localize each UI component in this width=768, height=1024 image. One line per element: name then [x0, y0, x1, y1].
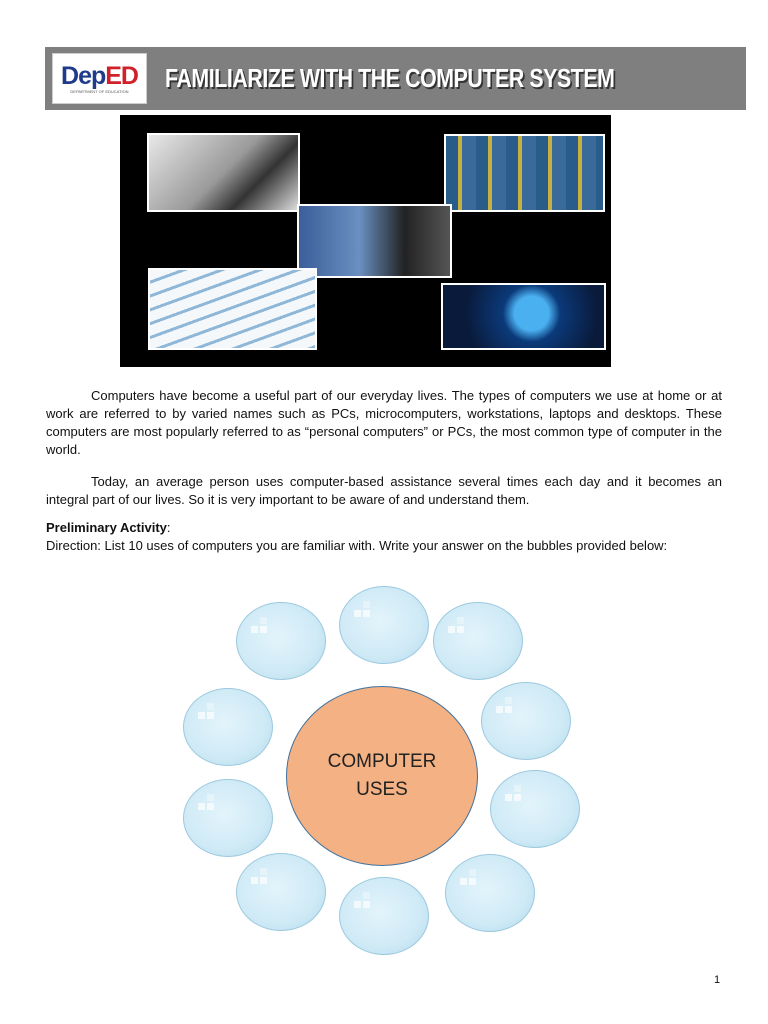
activity-section: Preliminary Activity: Direction: List 10…: [46, 520, 668, 553]
answer-bubble-5: [481, 682, 571, 760]
answer-bubble-6: [183, 779, 273, 857]
page-number: 1: [714, 974, 721, 986]
motherboard-photo: [444, 134, 605, 212]
deped-logo: DepED DEPARTMENT OF EDUCATION: [52, 53, 147, 104]
bubble-highlight-icon: [354, 892, 372, 910]
page-title: FAMILIARIZE WITH THE COMPUTER SYSTEM: [165, 63, 615, 93]
answer-bubble-1: [236, 602, 326, 680]
bubble-highlight-icon: [448, 617, 466, 635]
network-photo: [148, 268, 317, 350]
desktop-laptop-photo: [147, 133, 300, 212]
answer-bubble-4: [183, 688, 273, 766]
intro-paragraph: Computers have become a useful part of o…: [46, 388, 722, 457]
bubble-highlight-icon: [251, 868, 269, 886]
answer-bubble-10: [445, 854, 535, 932]
intro-paragraph-2: Today, an average person uses computer-b…: [46, 474, 722, 507]
bubble-highlight-icon: [460, 869, 478, 887]
bubble-highlight-icon: [354, 601, 372, 619]
bubble-highlight-icon: [198, 703, 216, 721]
bubble-highlight-icon: [505, 785, 523, 803]
answer-bubble-9: [339, 877, 429, 955]
monitor-tools-photo: [441, 283, 606, 350]
answer-bubble-3: [433, 602, 523, 680]
answer-bubble-7: [490, 770, 580, 848]
direction-text: Direction: List 10 uses of computers you…: [46, 538, 668, 553]
bubble-highlight-icon: [251, 617, 269, 635]
bubble-highlight-icon: [198, 794, 216, 812]
computer-collage-image: [120, 115, 611, 367]
activity-heading: Preliminary Activity: [46, 520, 167, 535]
technician-photo: [297, 204, 452, 278]
bubble-highlight-icon: [496, 697, 514, 715]
page-header: DepED DEPARTMENT OF EDUCATION FAMILIARIZ…: [45, 47, 746, 110]
answer-bubble-8: [236, 853, 326, 931]
answer-bubble-2: [339, 586, 429, 664]
